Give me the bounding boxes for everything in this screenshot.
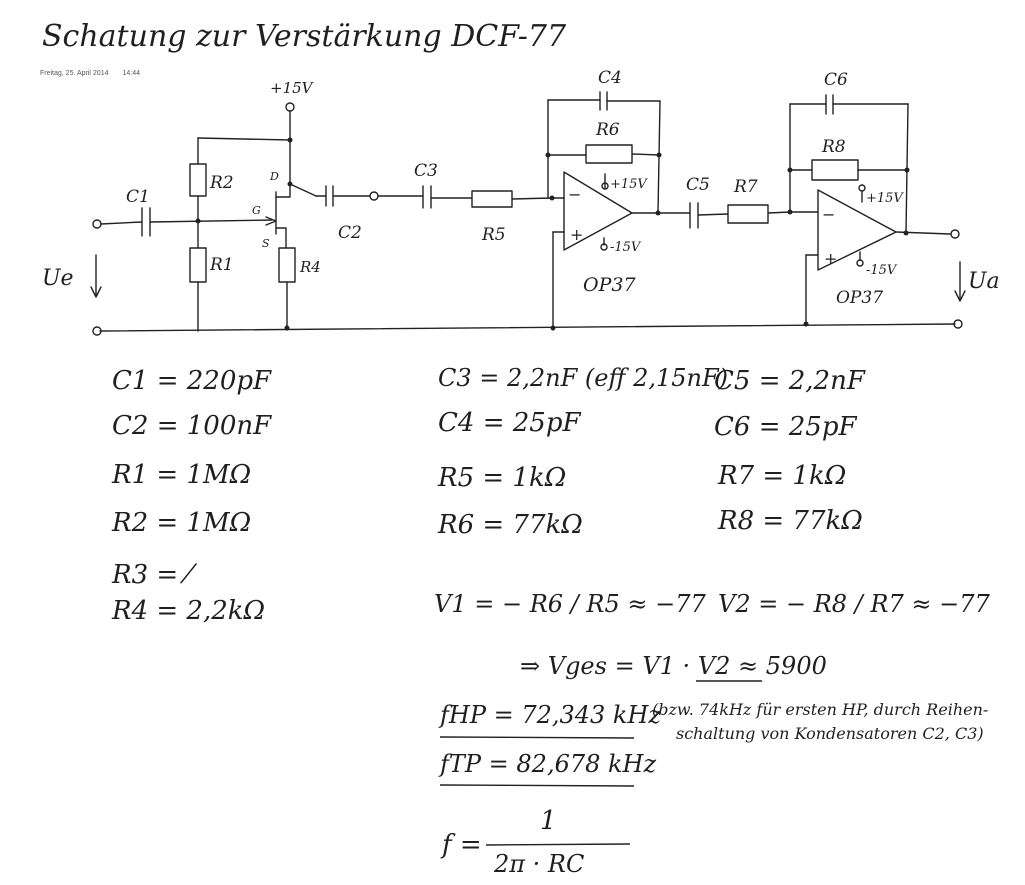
opamp1-name: OP37 — [583, 274, 636, 296]
c2-label: C2 — [338, 223, 362, 243]
value-r3: R3 = ⁄ — [112, 560, 191, 590]
gate-label: G — [252, 204, 261, 217]
gain-total-underline — [696, 680, 762, 682]
opamp2-vminus: -15V — [866, 263, 898, 278]
value-c1: C1 = 220pF — [112, 366, 272, 396]
opamp1-symbol — [563, 171, 633, 251]
r8-label: R8 — [821, 137, 846, 157]
output-voltage-label: Ua — [968, 269, 1000, 294]
value-c3: C3 = 2,2nF (eff 2,15nF) — [438, 364, 729, 392]
supply-label: +15V — [270, 79, 315, 97]
r1-label: R1 — [209, 255, 234, 275]
r2-label: R2 — [209, 173, 234, 193]
input-voltage-label: Ue — [42, 266, 74, 291]
c5-label: C5 — [686, 175, 710, 195]
value-c4: C4 = 25pF — [438, 408, 581, 438]
r5-resistor — [471, 190, 513, 208]
formula-denominator: 2π · RC — [494, 850, 585, 878]
r6-label: R6 — [595, 120, 620, 140]
freq-highpass-note-line2: schaltung von Kondensatoren C2, C3) — [676, 724, 984, 743]
freq-highpass: fHP = 72,343 kHz — [440, 701, 662, 729]
opamp1-vplus: +15V — [610, 177, 648, 192]
opamp2-name: OP37 — [836, 288, 883, 308]
page-title: Schatung zur Verstärkung DCF-77 — [42, 19, 567, 54]
r6-resistor — [585, 144, 633, 164]
c4-label: C4 — [598, 68, 622, 88]
opamp1-vminus: -15V — [610, 240, 642, 255]
date-text: Freitag, 25. April 2014 — [40, 70, 109, 77]
output-terminal — [950, 229, 960, 239]
opamp1-plus: + — [570, 225, 583, 244]
opamp2-symbol — [817, 189, 897, 271]
time-text: 14:44 — [122, 70, 141, 77]
formula-numerator: 1 — [540, 806, 557, 836]
value-r1: R1 = 1MΩ — [112, 460, 252, 490]
drain-label: D — [269, 170, 279, 183]
formula-fraction-bar — [485, 843, 631, 846]
value-r8: R8 = 77kΩ — [718, 506, 863, 536]
value-c2: C2 = 100nF — [112, 411, 272, 441]
freq-highpass-underline — [439, 736, 635, 739]
formula-lhs: f = — [442, 830, 482, 860]
value-r4: R4 = 2,2kΩ — [112, 596, 266, 626]
value-r6: R6 = 77kΩ — [438, 510, 583, 540]
opamp2-vplus: +15V — [866, 191, 904, 206]
r1-resistor — [189, 247, 207, 283]
freq-highpass-note-line1: (bzw. 74kHz für ersten HP, durch Reihen- — [652, 700, 989, 719]
value-r2: R2 = 1MΩ — [112, 508, 252, 538]
freq-lowpass-underline — [439, 784, 635, 787]
circuit-schematic: +15V Ue Ua C1 R2 R1 R4 G D S C2 C3 R5 C4… — [42, 68, 1000, 336]
opamp1-minus: − — [568, 185, 581, 204]
r4-resistor — [278, 247, 296, 283]
r4-label: R4 — [299, 258, 321, 276]
c6-label: C6 — [824, 70, 848, 90]
value-r5: R5 = 1kΩ — [438, 463, 567, 493]
ground-terminal-out — [953, 319, 963, 329]
r8-resistor — [811, 159, 859, 181]
r5-label: R5 — [481, 225, 506, 245]
ground-terminal-in — [92, 326, 102, 336]
supply-terminal — [285, 102, 295, 112]
input-terminal — [92, 219, 102, 229]
opamp2-plus: + — [824, 249, 837, 268]
value-c6: C6 = 25pF — [714, 412, 857, 442]
gain-total: ⇒ Vges = V1 · V2 ≈ 5900 — [520, 652, 827, 680]
c1-label: C1 — [126, 187, 150, 207]
opamp2-minus: − — [822, 205, 835, 224]
gain-v2: V2 = − R8 / R7 ≈ −77 — [718, 590, 990, 618]
c3-label: C3 — [414, 161, 438, 181]
freq-lowpass: fTP = 82,678 kHz — [440, 750, 657, 778]
r2-resistor — [189, 163, 207, 197]
r7-label: R7 — [733, 177, 758, 197]
value-c5: C5 = 2,2nF — [714, 366, 865, 396]
r7-resistor — [727, 204, 769, 224]
source-label: S — [262, 237, 270, 250]
timestamp: Freitag, 25. April 2014 14:44 — [40, 70, 140, 77]
gain-v1: V1 = − R6 / R5 ≈ −77 — [434, 590, 706, 618]
value-r7: R7 = 1kΩ — [718, 461, 847, 491]
